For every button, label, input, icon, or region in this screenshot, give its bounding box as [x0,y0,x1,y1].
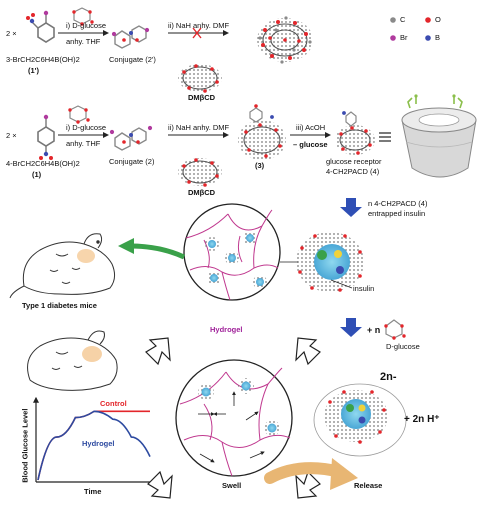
insulin-pointer [330,279,353,289]
row2-cd-label: DMβCD [188,188,216,197]
row1-coeff: 2 × [6,29,17,38]
intermediate-3-label: (3) [255,161,265,170]
glucose-loss-label: – glucose [293,140,328,149]
release-label: Release [354,481,383,490]
chart-xlabel: Time [84,487,102,496]
swell-arrows [145,337,321,499]
row1-step2: ii) NaH anhy. DMF [168,21,230,30]
insulin-complex [296,232,364,292]
glucose-molecule-row2 [68,105,90,124]
glucose-chart [33,396,162,485]
glucose-molecule-add [384,319,406,340]
proton-label: + 2n H⁺ [404,414,440,425]
hydrogel-network-1 [183,203,281,301]
insulin-label: insulin [353,284,375,293]
row2-conjugate-label: Conjugate (2) [109,157,155,166]
boronic-acid-1prime [26,10,55,43]
receptor-4-molecule [335,111,375,155]
receptor-label-1: glucose receptor [326,157,382,166]
row1-compound-number: (1') [28,66,39,75]
row2-coeff: 2 × [6,131,17,140]
mouse-illustration-2 [27,330,118,391]
cd-cartoon [401,94,477,178]
insulin-blobs-2 [198,378,280,436]
row2-step2: ii) NaH anhy. DMF [168,123,230,132]
conjugate-2-molecule [109,125,153,151]
hydrogel-network-2 [175,359,293,477]
row2-compound-label: 4-BrCH2C6H4B(OH)2 [6,159,80,168]
row2-step1-solvent: anhy. THF [66,139,101,148]
cd-cluster-row1 [257,16,313,64]
entrap-line-2: entrapped insulin [368,209,426,218]
failed-reaction-cross [192,27,202,39]
entrap-line-1: n 4-CH2PACD (4) [368,199,428,208]
legend-label-b: B [435,33,441,42]
arrow-release [264,458,358,490]
chart-ylabel: Blood Glucose Level [20,408,30,483]
row1-step1: i) D-glucose [66,21,107,30]
legend-dot-o [425,17,431,23]
row1-compound-label: 3-BrCH2C6H4B(OH)2 [6,55,80,64]
legend-label-br: Br [400,33,408,42]
chart-line-hydrogel [37,410,151,481]
chart-series-label-control: Control [100,399,127,408]
insulin-blobs-1 [205,231,267,289]
atom-legend [390,17,431,41]
equivalence-sign [379,132,391,142]
conjugate-2prime-molecule [111,25,150,49]
step3-label: iii) AcOH [296,123,326,132]
arrow-entrap [340,198,362,217]
cd-molecule-row2 [178,158,222,187]
legend-label-c: C [400,15,406,24]
boronic-acid-1 [37,114,55,160]
row1-conjugate-label: Conjugate (2') [109,55,156,64]
receptor-label-2: 4-CH2PACD (4) [326,167,380,176]
charge-label: 2n- [380,371,397,383]
compound-3-molecule [238,104,286,160]
row1-step1-solvent: anhy. THF [66,37,101,46]
legend-dot-b [425,35,431,41]
hydrogel-label: Hydrogel [210,325,243,334]
swell-label: Swell [222,481,242,490]
cd-molecule-row1 [178,64,222,93]
arrow-inject [118,238,186,260]
glucose-add-label: D-glucose [386,342,420,351]
mouse-illustration-1 [9,233,116,299]
row1-cd-label: DMβCD [188,93,216,102]
legend-dot-br [390,35,396,41]
chart-series-label-hydrogel: Hydrogel [82,439,115,448]
legend-label-o: O [435,15,441,24]
legend-dot-c [390,17,396,23]
arrow-glucose [340,318,362,337]
released-complex [313,383,407,457]
row2-step1: i) D-glucose [66,123,107,132]
glucose-molecule-row1 [72,7,94,26]
row2-compound-number: (1) [32,170,42,179]
glucose-add-text: + n [367,325,381,335]
mice-label: Type 1 diabetes mice [22,301,97,310]
